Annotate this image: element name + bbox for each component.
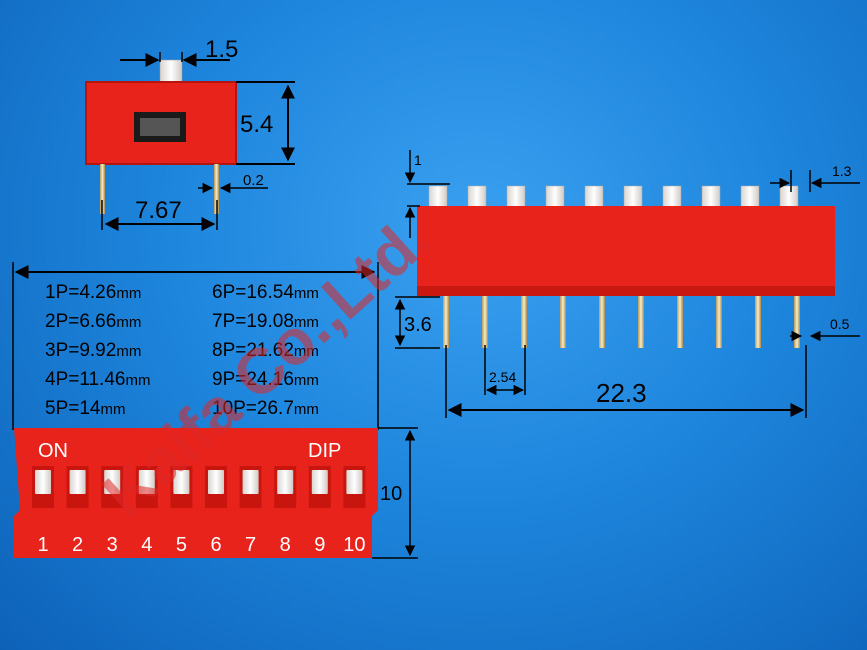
switch-number: 2 xyxy=(72,534,83,556)
side-pin xyxy=(599,296,605,348)
dim-total-length: 22.3 xyxy=(596,378,647,408)
switch-toggle xyxy=(208,470,224,494)
side-pin xyxy=(482,296,488,348)
switch-toggle xyxy=(346,470,363,494)
switch-number: 8 xyxy=(280,534,291,556)
side-pin xyxy=(443,296,449,348)
switch-toggle xyxy=(277,470,294,494)
front-view: ON DIP 1 2 3 4 5 6 7 8 9 10 10 xyxy=(14,427,418,559)
dim-body-height: 5.4 xyxy=(240,111,273,138)
side-actuator xyxy=(701,185,721,209)
side-view-body-shade xyxy=(417,286,835,296)
length-table: 1P=4.26mm 6P=16.54mm 2P=6.66mm 7P=19.08mm 3P… xyxy=(12,262,379,430)
dim-pin-pitch: 2.54 xyxy=(489,369,516,385)
single-switch-pin-left xyxy=(100,164,105,214)
side-actuator xyxy=(467,185,487,209)
dim-side-actuator-width: 1.3 xyxy=(832,163,852,179)
side-pin xyxy=(716,296,722,348)
side-view-body xyxy=(417,206,835,296)
length-entry: 1P=4.26mm xyxy=(45,282,141,303)
side-actuator xyxy=(662,185,682,209)
switch-toggle xyxy=(242,470,259,494)
switch-toggle xyxy=(138,470,155,494)
dim-pin-width: 0.2 xyxy=(243,172,264,189)
dim-actuator-width: 1.5 xyxy=(205,36,238,63)
length-entry: 9P=24.16mm xyxy=(212,369,319,390)
single-switch-pin-right xyxy=(214,164,219,214)
switch-toggle xyxy=(69,470,86,494)
side-pin xyxy=(794,296,800,348)
switch-number: 10 xyxy=(343,534,365,556)
length-entry: 8P=21.62mm xyxy=(212,340,319,361)
single-switch-slot-inner xyxy=(140,118,180,136)
length-entry: 2P=6.66mm xyxy=(45,311,141,332)
length-entry: 5P=14mm xyxy=(45,398,125,419)
switch-number: 9 xyxy=(314,534,325,556)
single-switch-view: 1.5 5.4 0.2 7.67 xyxy=(85,36,295,231)
switch-toggle xyxy=(35,470,51,494)
front-dip-label: DIP xyxy=(308,440,341,462)
switch-number: 4 xyxy=(141,534,152,556)
dim-pin-thickness: 0.5 xyxy=(830,316,850,332)
dim-body-length: 7.67 xyxy=(135,197,182,224)
switch-number: 5 xyxy=(176,534,187,556)
switch-number: 7 xyxy=(245,534,256,556)
side-pin xyxy=(677,296,683,348)
side-actuator xyxy=(740,185,760,209)
side-actuator xyxy=(584,185,604,209)
length-entry: 4P=11.46mm xyxy=(45,369,150,390)
side-pin xyxy=(755,296,761,348)
side-actuator xyxy=(779,185,799,209)
length-entry: 6P=16.54mm xyxy=(212,282,319,303)
front-view-body xyxy=(14,428,378,558)
side-actuator xyxy=(623,185,643,209)
dim-side-actuator-height: 1 xyxy=(414,152,422,168)
switch-toggle xyxy=(173,470,190,494)
switch-number: 3 xyxy=(107,534,118,556)
side-pin xyxy=(560,296,566,348)
switch-number: 6 xyxy=(210,534,221,556)
switch-number: 1 xyxy=(37,534,48,556)
side-actuator xyxy=(506,185,526,209)
front-on-label: ON xyxy=(38,440,68,462)
single-actuator xyxy=(159,59,183,85)
side-pin xyxy=(521,296,527,348)
single-switch-body-shade xyxy=(85,81,237,165)
side-actuator xyxy=(428,185,448,209)
side-pin xyxy=(638,296,644,348)
switch-toggle xyxy=(311,470,328,494)
length-entry: 7P=19.08mm xyxy=(212,311,319,332)
length-entry: 3P=9.92mm xyxy=(45,340,141,361)
side-view: 1 1.3 3.6 2.54 0.5 22.3 xyxy=(394,150,860,418)
dim-pin-length: 3.6 xyxy=(404,314,432,336)
side-actuator xyxy=(545,185,565,209)
dim-front-height: 10 xyxy=(380,483,402,505)
length-entry: 10P=26.7mm xyxy=(212,398,319,419)
switch-toggle xyxy=(104,470,121,494)
